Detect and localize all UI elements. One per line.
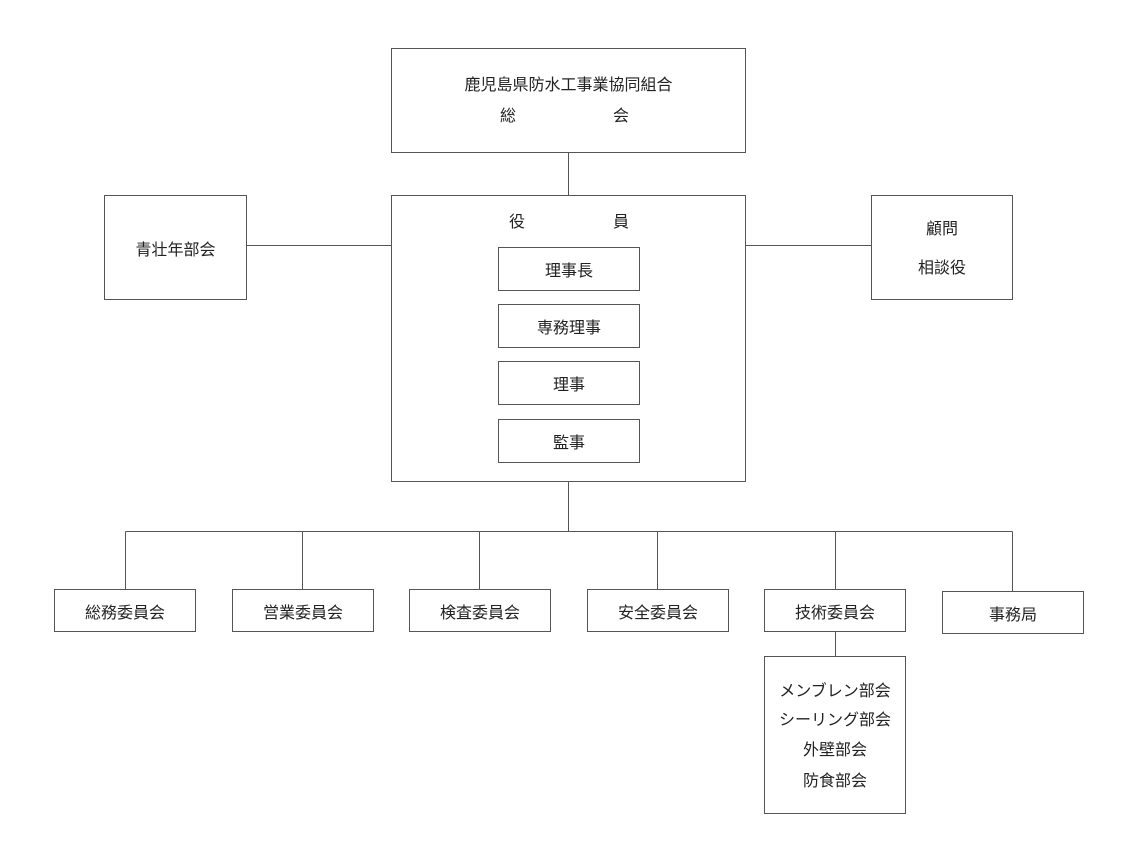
role-executive-director-label: 専務理事: [536, 318, 601, 337]
secretariat-box: 事務局: [942, 591, 1084, 634]
committee-label: 営業委員会: [262, 602, 343, 622]
committee-label: 安全委員会: [617, 602, 698, 622]
subcommittee-exterior-wall: 外壁部会: [802, 740, 867, 759]
subcommittees-box: メンブレン部会 シーリング部会 外壁部会 防食部会: [764, 656, 906, 814]
youth-division-box: 青壮年部会: [104, 195, 247, 300]
committee-technical: 技術委員会: [764, 589, 906, 632]
general-assembly-box: 鹿児島県防水工事業協同組合 総 会: [391, 48, 746, 153]
subcommittee-membrane: メンブレン部会: [779, 681, 891, 700]
committee-general-affairs: 総務委員会: [54, 589, 196, 632]
role-chairman-label: 理事長: [544, 261, 593, 280]
role-director: 理事: [498, 361, 640, 405]
organization-name: 鹿児島県防水工事業協同組合: [464, 75, 673, 94]
secretariat-label: 事務局: [988, 604, 1037, 624]
committee-sales: 営業委員会: [232, 589, 374, 632]
officers-label-right: 員: [613, 212, 630, 231]
committee-inspection: 検査委員会: [409, 589, 551, 632]
role-executive-director: 専務理事: [498, 304, 640, 348]
subcommittee-sealing: シーリング部会: [778, 710, 891, 729]
advisor-label: 顧問: [925, 219, 958, 238]
role-auditor: 監事: [498, 419, 640, 463]
consultant-label: 相談役: [917, 258, 966, 277]
advisors-box: 顧問 相談役: [871, 195, 1013, 300]
subcommittee-anticorrosion: 防食部会: [802, 771, 867, 790]
role-director-label: 理事: [552, 375, 585, 394]
officers-label-left: 役: [509, 212, 526, 231]
role-auditor-label: 監事: [552, 433, 585, 452]
youth-division-label: 青壮年部会: [135, 239, 216, 259]
committee-label: 技術委員会: [794, 602, 875, 622]
role-chairman: 理事長: [498, 247, 640, 291]
committee-safety: 安全委員会: [587, 589, 729, 632]
general-assembly-label-right: 会: [613, 106, 630, 125]
committee-label: 総務委員会: [84, 602, 165, 622]
general-assembly-label-left: 総: [500, 106, 517, 125]
committee-label: 検査委員会: [439, 602, 520, 622]
